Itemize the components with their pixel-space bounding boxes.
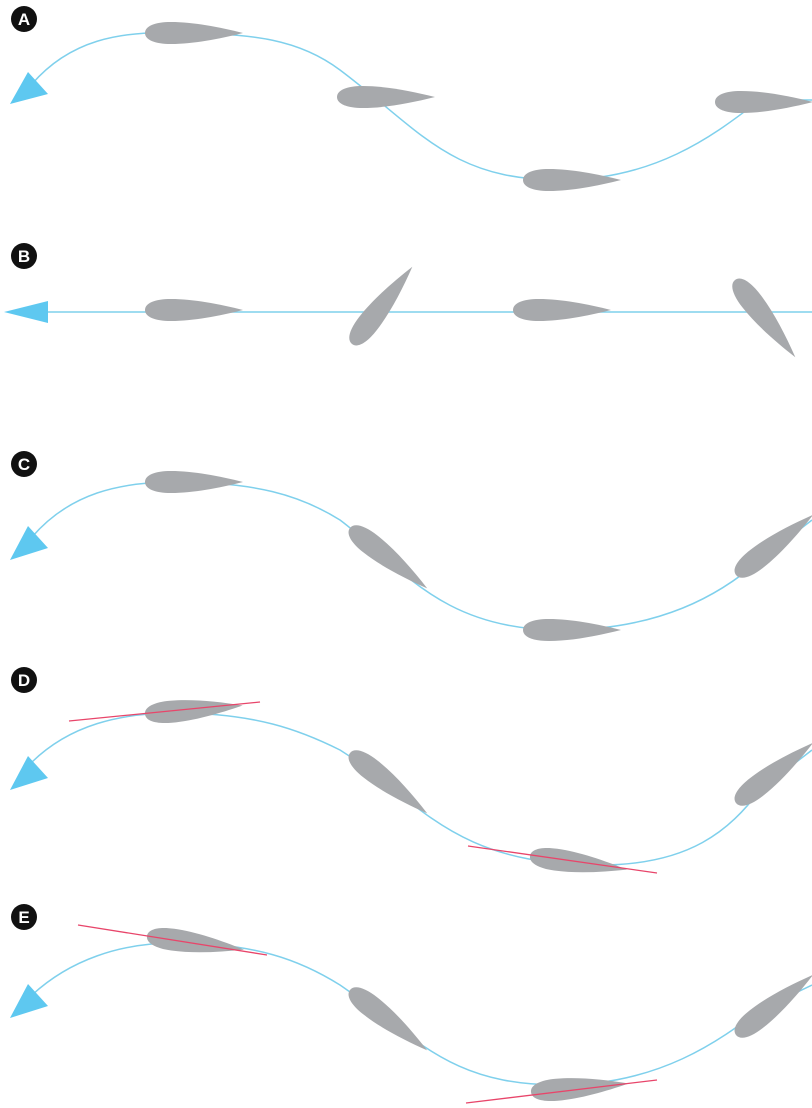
panel-c-direction-arrow <box>10 526 48 560</box>
panel-d-foil-4 <box>729 733 812 812</box>
panel-b-direction-arrow <box>4 301 48 323</box>
panel-e-reference-line-2 <box>465 1079 658 1104</box>
panel-c-label: C <box>18 455 30 474</box>
panel-b-foil-2 <box>343 260 422 351</box>
panel-e-direction-arrow <box>10 984 48 1018</box>
panel-e-reference-line-1 <box>77 924 268 956</box>
panel-c-trajectory <box>31 481 812 631</box>
panel-a-foil-4 <box>715 91 812 113</box>
panel-d-trajectory <box>31 712 812 866</box>
panel-d-direction-arrow <box>10 756 48 790</box>
panel-e-foil-4 <box>729 965 812 1044</box>
panel-c-foil-1 <box>145 471 243 493</box>
panel-e-foil-2 <box>343 981 434 1060</box>
panel-d-reference-line-1 <box>68 701 261 722</box>
panel-b: B <box>4 243 812 364</box>
panel-c-foil-2 <box>343 519 434 598</box>
panel-a-direction-arrow <box>10 72 48 104</box>
panel-a: A <box>10 6 812 191</box>
panel-b-badge: B <box>11 243 37 269</box>
panel-a-label: A <box>18 10 30 29</box>
panel-a-badge: A <box>11 6 37 32</box>
panel-b-label: B <box>18 247 30 266</box>
panel-d-badge: D <box>11 667 37 693</box>
panel-e-label: E <box>18 908 29 927</box>
panel-c-foil-3 <box>523 619 621 641</box>
panel-c-badge: C <box>11 451 37 477</box>
panel-d-foil-3 <box>528 845 629 881</box>
panel-e-foil-3 <box>530 1072 630 1103</box>
panel-a-foil-3 <box>523 169 621 191</box>
panel-d: D <box>10 667 812 881</box>
panel-b-foil-3 <box>513 299 611 321</box>
panel-e: E <box>10 904 812 1104</box>
panel-a-foil-1 <box>145 22 243 44</box>
panel-e-foil-1 <box>145 925 246 961</box>
panel-c: C <box>10 451 812 641</box>
panel-c-foil-4 <box>729 505 812 584</box>
panel-a-foil-2 <box>337 86 435 108</box>
panel-d-reference-line-2 <box>467 845 658 874</box>
panel-a-trajectory <box>31 31 812 181</box>
panel-e-trajectory <box>31 942 812 1086</box>
panel-d-foil-1 <box>144 694 244 725</box>
panel-e-badge: E <box>11 904 37 930</box>
panel-b-foil-1 <box>145 299 243 321</box>
panel-b-foil-4 <box>726 273 805 364</box>
panel-d-label: D <box>18 671 30 690</box>
